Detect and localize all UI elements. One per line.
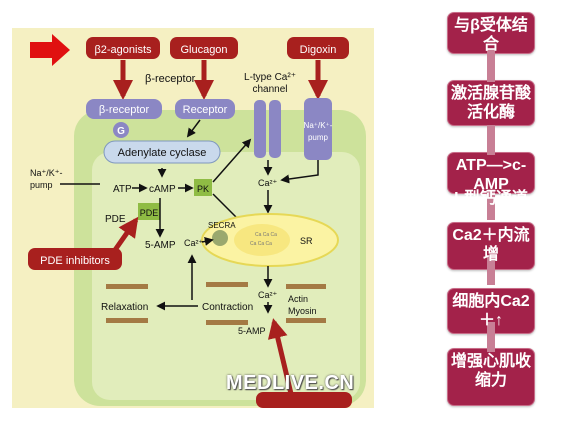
pointer-arrow-icon (30, 34, 70, 66)
five-amp-bottom-label: 5-AMP (238, 326, 266, 336)
receptor-box-label: Receptor (183, 104, 228, 116)
camp-label: cAMP (149, 184, 176, 195)
beta-receptor-box-label: β-receptor (99, 104, 150, 116)
watermark: MEDLIVE.CN (226, 372, 355, 394)
l-type-channel-right (269, 100, 281, 158)
flow-step-4-label: L型钙通道 (454, 190, 528, 207)
flow-step-3-label: ATP—>c-AMP (455, 157, 527, 193)
source-label-glucagon: Glucagon (180, 44, 227, 56)
flow-step-7-label: 增强心肌收缩力 (451, 353, 532, 389)
cytoplasm (92, 152, 360, 400)
adenylate-cyclase-label: Adenylate cyclase (118, 147, 207, 159)
ca-mid-label: Ca²⁺ (184, 238, 204, 248)
ca-low-label: Ca²⁺ (258, 290, 278, 300)
ca-top-label: Ca²⁺ (258, 178, 278, 188)
pk-label: PK (197, 184, 209, 194)
flow-step-1-label: 与β受体结合 (454, 17, 528, 53)
flow-step-7: 增强心肌收缩力 (447, 348, 535, 406)
sr-core (234, 224, 290, 256)
beta-receptor-label: β-receptor (145, 73, 196, 85)
flow-step-2-label: 激活腺苷酸活化酶 (451, 85, 532, 121)
flow-step-5: Ca2＋内流增 (447, 222, 535, 270)
adenylate-cyclase-box (103, 140, 221, 164)
flow-connector (487, 125, 495, 155)
flow-connector (487, 255, 495, 285)
l-type-channel-label-1: L-type Ca²⁺ (244, 72, 296, 83)
filament (106, 284, 148, 289)
flow-step-5-label: Ca2＋内流增 (452, 227, 530, 263)
l-type-channel-left (254, 100, 266, 158)
source-box-beta-agonists (86, 37, 160, 59)
five-amp-label: 5-AMP (145, 240, 176, 251)
relaxation-label: Relaxation (101, 302, 148, 313)
na-k-pump-right (304, 98, 332, 160)
contraction-label: Contraction (202, 302, 253, 313)
pde-text: PDE (105, 214, 126, 225)
na-k-pump-left-label-2: pump (30, 180, 53, 190)
sr-ca-dots: Ca Ca Ca (255, 232, 277, 238)
flow-step-2: 激活腺苷酸活化酶 (447, 80, 535, 126)
secra-label: SECRA (208, 221, 236, 230)
flow-step-6-label: 细胞内Ca2＋↑ (452, 293, 530, 329)
sr-label: SR (300, 236, 313, 246)
pharmacology-diagram: β2-agonists Glucagon Digoxin β-receptor … (12, 28, 374, 408)
pde-inhibitors-box (28, 248, 122, 270)
g-protein (113, 122, 129, 138)
receptor-box (175, 99, 235, 119)
atp-label: ATP (113, 184, 132, 195)
beta-receptor-box (86, 99, 162, 119)
pk-box (194, 179, 212, 196)
bottom-source-box (256, 392, 352, 408)
pde-box (138, 203, 160, 220)
na-k-pump-right-label-2: pump (308, 133, 329, 142)
flow-step-4: L型钙通道 (447, 186, 535, 222)
actin-label: Actin (288, 294, 308, 304)
flow-step-6: 细胞内Ca2＋↑ (447, 288, 535, 334)
source-label-beta-agonists: β2-agonists (94, 44, 152, 56)
g-protein-label: G (117, 126, 125, 137)
source-box-glucagon (170, 37, 238, 59)
source-box-digoxin (287, 37, 349, 59)
flow-connector (487, 322, 495, 352)
source-label-digoxin: Digoxin (300, 44, 337, 56)
flow-step-1: 与β受体结合 (447, 12, 535, 54)
myosin-label: Myosin (288, 306, 317, 316)
flow-connector (487, 190, 495, 220)
pde-box-label: PDE (140, 208, 159, 218)
na-k-pump-left-label-1: Na⁺/K⁺- (30, 168, 63, 178)
flow-connector (487, 50, 495, 82)
svg-text:Ca Ca Ca: Ca Ca Ca (250, 241, 272, 247)
pde-inhibitors-label: PDE inhibitors (40, 255, 110, 267)
l-type-channel-label-2: channel (252, 84, 287, 95)
secra-pump (212, 230, 228, 246)
na-k-pump-right-label-1: Na⁺/K⁺- (304, 121, 333, 130)
flow-step-3: ATP—>c-AMP (447, 152, 535, 194)
